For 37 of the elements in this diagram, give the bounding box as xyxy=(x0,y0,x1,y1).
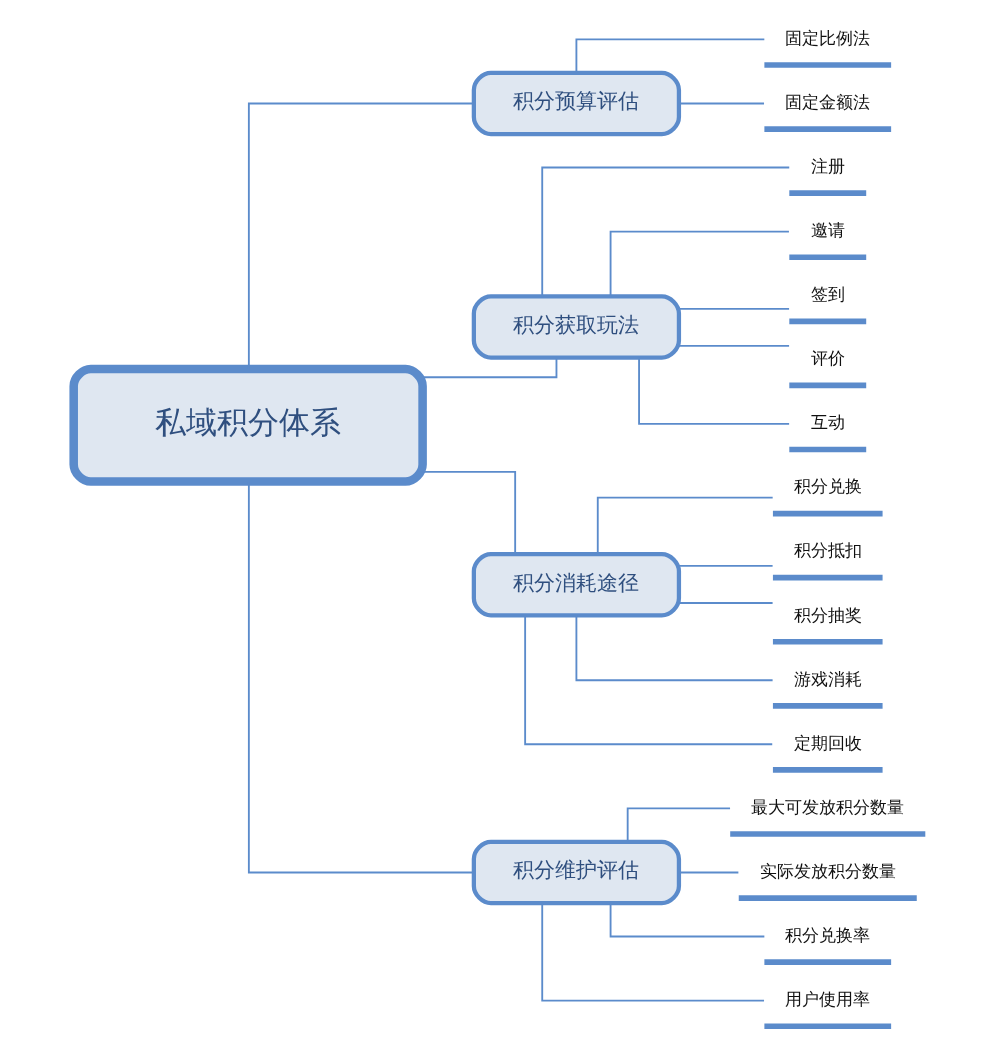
node-text: 实际发放积分数量 xyxy=(759,860,896,881)
node-text: 评价 xyxy=(810,348,845,369)
node-text: 最大可发放积分数量 xyxy=(750,796,904,817)
node-box: 积分维护评估 xyxy=(471,839,681,906)
node-text: 签到 xyxy=(810,284,845,305)
connector xyxy=(609,902,765,938)
connector xyxy=(677,307,790,310)
connector xyxy=(609,230,790,298)
connector xyxy=(523,614,773,746)
node-text: 用户使用率 xyxy=(784,989,870,1010)
node-box: 积分预算评估 xyxy=(471,70,681,137)
node-box: 私域积分体系 xyxy=(68,364,427,486)
connector xyxy=(574,38,765,74)
connector xyxy=(677,344,790,347)
connector xyxy=(626,807,731,843)
connector xyxy=(637,356,790,425)
node-text: 固定比例法 xyxy=(784,27,870,48)
connector xyxy=(421,357,557,379)
connector xyxy=(677,602,774,604)
connector xyxy=(540,166,790,298)
connector xyxy=(677,565,774,567)
node-text: 游戏消耗 xyxy=(793,668,862,689)
node-text: 积分兑换 xyxy=(793,476,862,497)
connector xyxy=(574,614,774,682)
connector xyxy=(596,496,774,555)
node-text: 固定金额法 xyxy=(784,91,870,112)
node-text: 积分抽奖 xyxy=(793,604,862,625)
node-box: 积分消耗途径 xyxy=(471,552,681,618)
node-text: 互动 xyxy=(810,412,845,433)
node-text: 注册 xyxy=(810,155,845,176)
connector xyxy=(540,902,765,1002)
node-text: 积分兑换率 xyxy=(784,924,870,945)
node-box: 积分获取玩法 xyxy=(471,294,681,360)
node-text: 邀请 xyxy=(810,220,845,241)
node-text: 定期回收 xyxy=(793,732,862,753)
connector xyxy=(421,471,516,555)
node-text: 积分抵扣 xyxy=(793,540,862,561)
